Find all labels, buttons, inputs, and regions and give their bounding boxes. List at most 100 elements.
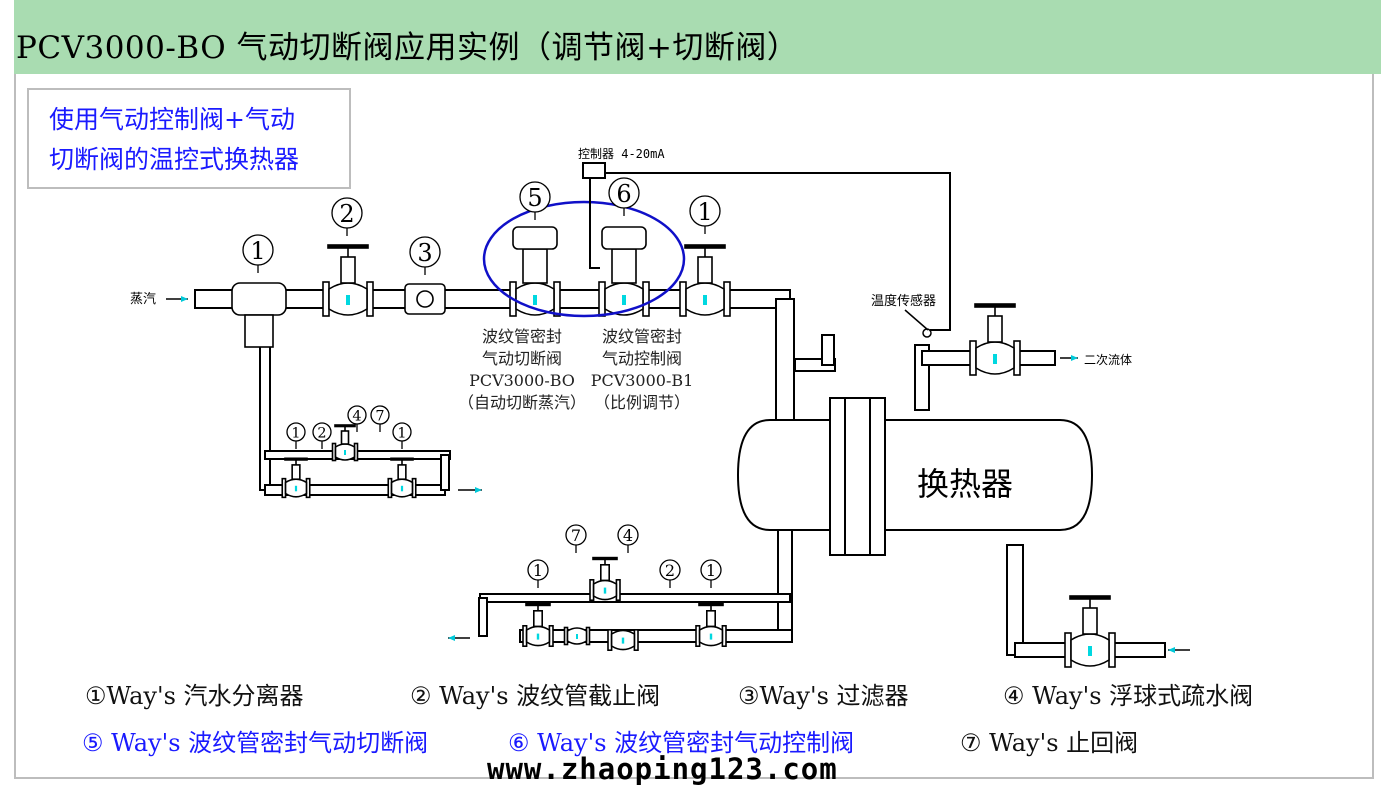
pipe — [775, 298, 795, 436]
sensor-leader — [904, 309, 929, 331]
legend-item-5: ⑤ Way's 波纹管密封气动切断阀 — [82, 729, 429, 757]
heat-exchanger-label: 换热器 — [917, 465, 1013, 503]
pipe — [440, 454, 450, 491]
marker-number: 2 — [339, 200, 354, 228]
callout-line-2: 切断阀的温控式换热器 — [49, 145, 300, 174]
legend-item-1: ①Way's 汽水分离器 — [85, 682, 304, 710]
components — [231, 226, 1116, 668]
pipe — [777, 529, 793, 641]
valve6-caption-line: PCV3000-B1 — [591, 371, 694, 390]
small-globe-valve — [387, 457, 417, 499]
marker-number: 4 — [352, 408, 361, 424]
globe-valve-1 — [679, 244, 731, 317]
condensate-globe-valve — [695, 602, 727, 647]
marker-number: 1 — [697, 198, 712, 226]
pipe — [478, 597, 488, 637]
globe-valve-secondary — [969, 303, 1021, 376]
float-trap-4 — [607, 628, 639, 651]
marker-number: 2 — [317, 425, 326, 441]
marker-1: 1 — [392, 422, 412, 449]
condensate-outlet-arrow-head — [448, 635, 455, 641]
valve5-caption-line: 气动切断阀 — [482, 349, 562, 368]
secondary-outlet-arrow-head — [1071, 355, 1078, 361]
legend-item-3: ③Way's 过滤器 — [738, 682, 909, 710]
valve-captions: 波纹管密封气动切断阀 PCV3000-BO （自动切断蒸汽） 波纹管密封气动控制阀 PC… — [458, 327, 693, 412]
marker-1: 1 — [700, 559, 722, 588]
globe-valve-2 — [322, 244, 374, 317]
controller: 控制器 4-20mA 温度传感器 — [578, 147, 951, 331]
marker-2: 2 — [312, 422, 332, 449]
steam-inlet-arrow-head — [181, 296, 188, 302]
marker-4: 4 — [617, 524, 639, 553]
marker-number: 1 — [533, 561, 543, 580]
marker-number: 6 — [616, 180, 631, 208]
marker-1: 1 — [242, 234, 274, 273]
heat-exchanger: 换热器 — [736, 397, 1094, 556]
marker-4: 4 — [347, 405, 367, 432]
marker-7: 7 — [370, 405, 390, 432]
marker-number: 2 — [665, 561, 675, 580]
marker-number: 1 — [291, 425, 300, 441]
steam-separator-1 — [231, 282, 287, 348]
steam-label: 蒸汽 — [130, 292, 156, 307]
secondary-fluid-label: 二次流体 — [1084, 353, 1132, 367]
temperature-sensor-icon — [922, 328, 932, 338]
highlight-ellipse — [482, 200, 686, 318]
legend-item-6: ⑥ Way's 波纹管密封气动控制阀 — [508, 729, 855, 757]
description-callout: 使用气动控制阀+气动 切断阀的温控式换热器 — [27, 88, 351, 189]
drain-outlet-arrow-head — [475, 487, 482, 493]
page-title: PCV3000-BO 气动切断阀应用实例（调节阀+切断阀） — [16, 30, 799, 66]
marker-2: 2 — [659, 559, 681, 588]
pipe — [1006, 544, 1024, 656]
pipe — [479, 593, 791, 603]
controller-box-icon — [582, 162, 606, 179]
signal-line — [605, 172, 951, 331]
marker-7: 7 — [565, 524, 587, 553]
controller-label: 控制器 4-20mA — [578, 147, 665, 161]
marker-number: 1 — [706, 561, 716, 580]
legend-item-7: ⑦ Way's 止回阀 — [960, 729, 1139, 757]
globe-valve-drain — [1064, 595, 1116, 668]
pneumatic-shutoff-valve-5 — [509, 226, 561, 317]
small-bypass-valve — [331, 424, 359, 462]
condensate-bypass-valve — [589, 556, 621, 601]
marker-number: 3 — [417, 239, 432, 267]
legend-item-2: ② Way's 波纹管截止阀 — [410, 682, 661, 710]
marker-1: 1 — [286, 422, 306, 449]
marker-number: 1 — [250, 237, 265, 265]
control-signal-line — [589, 178, 600, 269]
pneumatic-control-valve-6 — [598, 226, 650, 317]
title-bar: PCV3000-BO 气动切断阀应用实例（调节阀+切断阀） — [14, 0, 1381, 74]
temp-sensor-label: 温度传感器 — [871, 293, 936, 309]
condensate-globe-valve — [522, 602, 554, 647]
small-globe-valve — [281, 457, 311, 499]
valve5-caption-line: PCV3000-BO — [469, 371, 575, 390]
watermark: www.zhaoping123.com — [487, 752, 838, 786]
marker-number: 4 — [623, 526, 633, 545]
check-valve-7 — [563, 626, 591, 646]
marker-6: 6 — [608, 177, 640, 216]
marker-number: 7 — [375, 408, 384, 424]
strainer-3 — [404, 283, 446, 315]
valve5-caption-line: 波纹管密封 — [482, 327, 562, 346]
marker-2: 2 — [331, 197, 363, 236]
marker-1: 1 — [689, 195, 721, 234]
valve6-caption-line: 波纹管密封 — [602, 327, 682, 346]
valve6-caption-line: （比例调节） — [594, 393, 690, 412]
marker-number: 7 — [571, 526, 581, 545]
secondary-inlet-arrow-head — [1168, 647, 1175, 653]
marker-3: 3 — [409, 236, 441, 275]
flow-arrows — [166, 296, 1190, 653]
marker-number: 5 — [527, 184, 542, 212]
legend-item-4: ④ Way's 浮球式疏水阀 — [1003, 682, 1254, 710]
pipe — [821, 334, 835, 366]
valve6-caption-line: 气动控制阀 — [602, 349, 682, 368]
pipe — [519, 629, 793, 643]
diagram-frame — [14, 74, 1374, 779]
marker-1: 1 — [527, 559, 549, 588]
valve5-caption-line: （自动切断蒸汽） — [458, 393, 586, 412]
callout-line-1: 使用气动控制阀+气动 — [49, 105, 295, 134]
marker-number: 1 — [397, 425, 406, 441]
